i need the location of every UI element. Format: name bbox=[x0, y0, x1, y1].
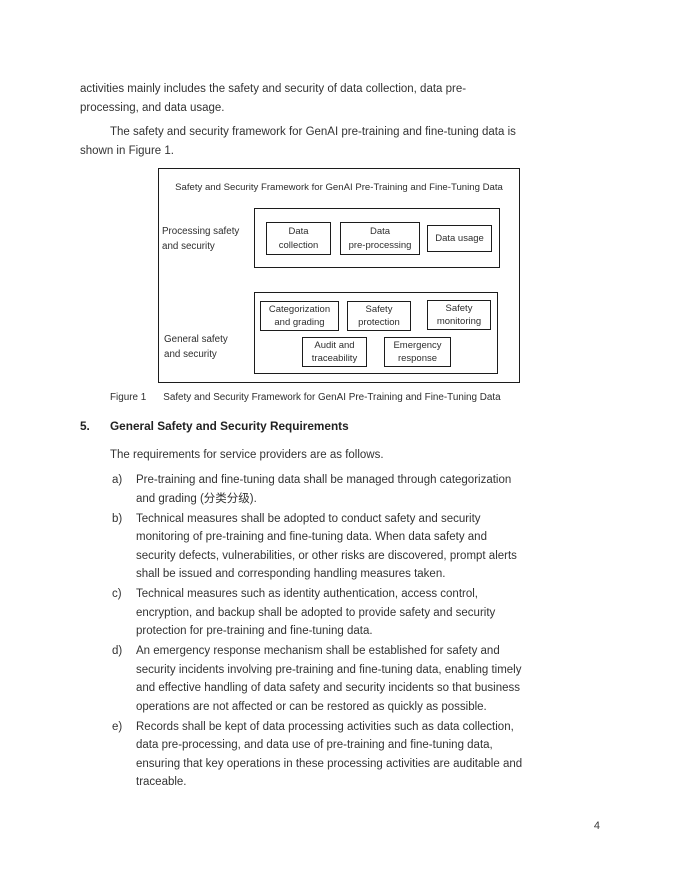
node-data-usage: Data usage bbox=[427, 225, 492, 252]
list-item-d: d) An emergency response mechanism shall… bbox=[110, 642, 600, 716]
section-heading: 5. General Safety and Security Requiremen… bbox=[80, 417, 349, 436]
list-marker: b) bbox=[112, 512, 123, 525]
node-data-pre-processing: Data pre-processing bbox=[340, 222, 420, 255]
list-marker: a) bbox=[112, 474, 123, 486]
general-group-label: General safety and security bbox=[164, 334, 228, 360]
list-item-text: Technical measures such as identity auth… bbox=[136, 588, 496, 637]
list-item-text: Technical measures shall be adopted to c… bbox=[136, 512, 517, 581]
figure-1-diagram: Safety and Security Framework for GenAI … bbox=[158, 168, 520, 383]
framework-paragraph: The safety and security framework for Ge… bbox=[80, 126, 516, 157]
section-title: General Safety and Security Requirements bbox=[110, 419, 349, 433]
list-marker: d) bbox=[112, 645, 123, 657]
node-safety-protection: Safety protection bbox=[347, 301, 411, 331]
list-marker: c) bbox=[112, 588, 122, 600]
list-item-c: c) Technical measures such as identity a… bbox=[110, 585, 600, 641]
processing-group-label: Processing safety and security bbox=[162, 226, 240, 252]
processing-group-box bbox=[254, 208, 500, 268]
list-item-text: An emergency response mechanism shall be… bbox=[136, 645, 522, 713]
list-item-text: Pre-training and fine-tuning data shall … bbox=[136, 474, 512, 505]
list-item-b: b) Technical measures shall be adopted t… bbox=[110, 510, 600, 584]
section-number: 5. bbox=[80, 419, 90, 433]
list-marker: e) bbox=[112, 720, 123, 733]
figure-caption: Figure 1 Safety and Security Framework fo… bbox=[110, 391, 501, 405]
node-safety-monitoring: Safety monitoring bbox=[427, 300, 491, 330]
section-lead-paragraph: The requirements for service providers a… bbox=[110, 449, 384, 461]
node-emergency-response: Emergency response bbox=[384, 337, 451, 367]
figure-caption-label: Figure 1 bbox=[110, 392, 147, 403]
requirements-list: a) Pre-training and fine-tuning data sha… bbox=[110, 471, 600, 793]
figure-caption-text: Safety and Security Framework for GenAI … bbox=[163, 392, 501, 403]
intro-paragraph: activities mainly includes the safety an… bbox=[80, 83, 467, 114]
node-data-collection: Data collection bbox=[266, 222, 331, 255]
list-item-a: a) Pre-training and fine-tuning data sha… bbox=[110, 471, 600, 508]
page-number: 4 bbox=[593, 820, 600, 832]
node-categorization-grading: Categorization and grading bbox=[260, 301, 339, 331]
general-group-box bbox=[254, 292, 498, 374]
list-item-e: e) Records shall be kept of data process… bbox=[110, 718, 600, 792]
figure-inner-title: Safety and Security Framework for GenAI … bbox=[175, 182, 503, 193]
list-item-text: Records shall be kept of data processing… bbox=[136, 720, 523, 789]
node-audit-traceability: Audit and traceability bbox=[302, 337, 367, 367]
